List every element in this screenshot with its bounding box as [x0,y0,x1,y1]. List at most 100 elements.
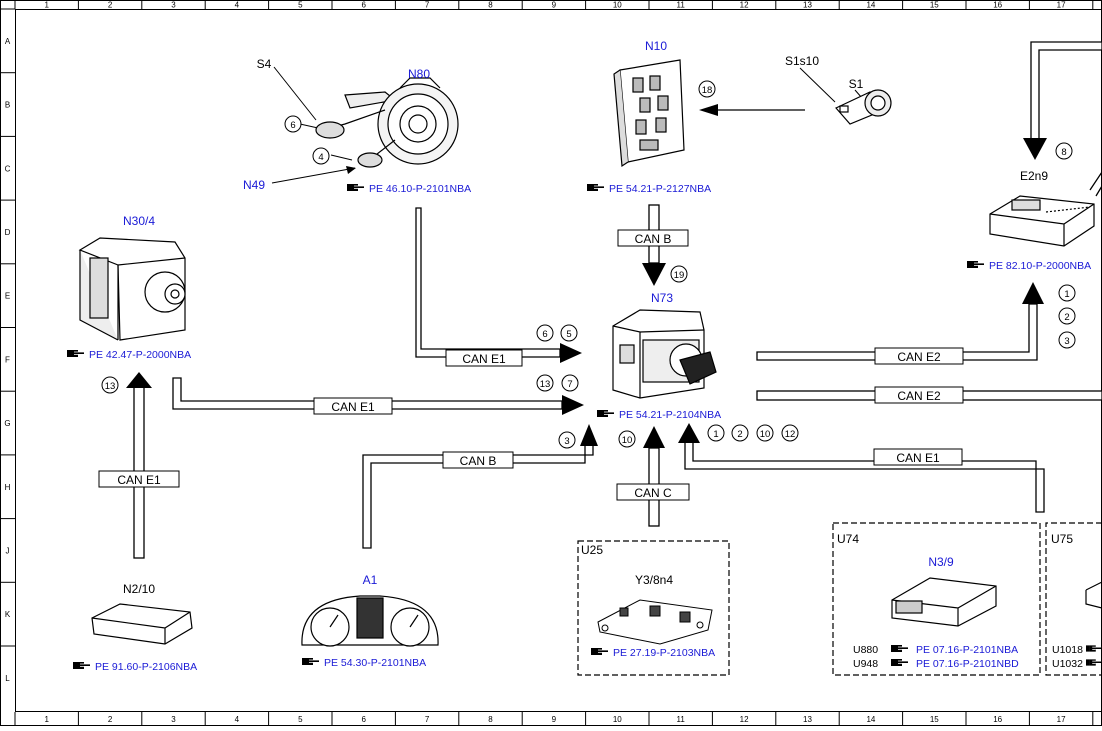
callout-3: 3 [1064,336,1069,347]
grid-column-label: 11 [677,715,686,724]
grid-column-label: 6 [361,715,366,724]
grid-column-label: 11 [677,1,686,10]
n73-component-drawing [612,309,717,399]
n30-4-label: N30/4 [123,214,155,228]
grid-column-label: 5 [298,715,303,724]
arrow-into-n73-1 [560,343,582,363]
e2n9-reference: PE 82.10-P-2000NBA [989,260,1091,272]
bus-labels: CAN E1 CAN E1 CAN E1 CAN B CAN B CAN C C… [98,229,964,501]
callout-7: 7 [567,379,572,390]
n73-label: N73 [651,291,673,305]
reference-hand-icon [591,647,609,656]
n49-label: N49 [243,178,265,192]
grid-column-label: 2 [108,715,113,724]
grid-column-label: 1 [44,715,49,724]
callout-10: 10 [622,435,633,446]
arrow-into-n73-3 [580,424,598,446]
grid-column-label: 3 [171,715,176,724]
u1032-code: U1032 [1052,658,1083,670]
n80-reference: PE 46.10-P-2101NBA [369,183,471,195]
callout-13: 13 [105,381,116,392]
bus-label-can-e2: CAN E2 [897,350,941,364]
grid-row-label: F [5,355,10,364]
arrow-down-e2n9 [1023,138,1047,160]
grid-row-label: C [5,164,11,173]
bus-label-can-e1: CAN E1 [896,451,940,465]
arrow-into-n73-2 [562,395,584,415]
n80-component-drawing [315,77,459,168]
grid-row-label: H [5,483,11,492]
u74-box-label: U74 [837,532,859,546]
arrow-into-n73-5 [678,423,700,443]
callout-circles [101,80,1076,449]
callout-12: 12 [785,429,796,440]
a1-label: A1 [363,573,378,587]
s1-component-drawing [835,89,892,125]
n30-4-reference: PE 42.47-P-2000NBA [89,349,191,361]
callout-3: 3 [564,436,569,447]
s4-label: S4 [257,57,272,71]
u74-reference-1: PE 07.16-P-2101NBA [916,644,1018,656]
callout-8: 8 [1061,147,1066,158]
grid-row-label: D [5,228,11,237]
grid-column-label: 7 [425,715,430,724]
grid-column-label: 14 [866,715,875,724]
grid-row-label: L [5,674,10,683]
arrow-up-n30 [126,372,152,388]
arrow-up-e2n9 [1022,282,1044,304]
bus-label-can-e1: CAN E1 [117,473,161,487]
callout-4: 4 [318,152,323,163]
callout-1: 1 [1064,289,1069,300]
reference-hand-icon [587,183,605,192]
reference-hand-icon [347,183,365,192]
reference-hand-icon [302,657,320,666]
u74-group-box [832,522,1041,676]
callout-numbers: 6 5 13 7 3 10 1 2 10 12 19 18 6 4 13 8 1… [105,85,1070,447]
grid-row-label: B [5,101,10,110]
grid-row-label: A [5,37,11,46]
callout-5: 5 [566,329,571,340]
bus-label-can-b: CAN B [635,232,672,246]
callout-6: 6 [542,329,547,340]
n10-label: N10 [645,39,667,53]
grid-column-label: 5 [298,1,303,10]
grid-row-label: G [4,419,10,428]
u25-group-box [577,540,730,676]
grid-row-label: J [6,546,10,555]
grid-column-label: 6 [361,1,366,10]
n2-10-reference: PE 91.60-P-2106NBA [95,661,197,673]
grid-column-label: 8 [488,1,493,10]
grid-column-label: 15 [930,1,939,10]
grid-column-label: 13 [803,1,812,10]
reference-hand-icon [1086,644,1102,653]
callout-1: 1 [713,429,718,440]
grid-column-label: 12 [740,1,749,10]
grid-column-label: 12 [740,715,749,724]
wire-diagonal-fragment [1089,171,1102,197]
y3-8n4-reference: PE 27.19-P-2103NBA [613,647,715,659]
u25-box-label: U25 [581,543,603,557]
s1-label: S1 [849,77,864,91]
grid-column-label: 16 [993,1,1002,10]
n49-arrowhead [346,166,356,174]
u74-reference-2: PE 07.16-P-2101NBD [916,658,1019,670]
bus-label-can-e1: CAN E1 [462,352,506,366]
y3-8n4-label: Y3/8n4 [635,573,673,587]
callout-10: 10 [760,429,771,440]
grid-column-label: 4 [235,715,240,724]
grid-column-label: 2 [108,1,113,10]
e2n9-component-drawing [989,195,1095,247]
n80-label: N80 [408,67,430,81]
grid-column-label: 3 [171,1,176,10]
grid-column-label: 15 [930,715,939,724]
reference-hand-icon [597,409,615,418]
grid-column-label: 1 [44,1,49,10]
reference-hand-icon [67,349,85,358]
a1-component-drawing [301,595,439,647]
leader-lines [271,66,863,184]
u1018-code: U1018 [1052,644,1083,656]
